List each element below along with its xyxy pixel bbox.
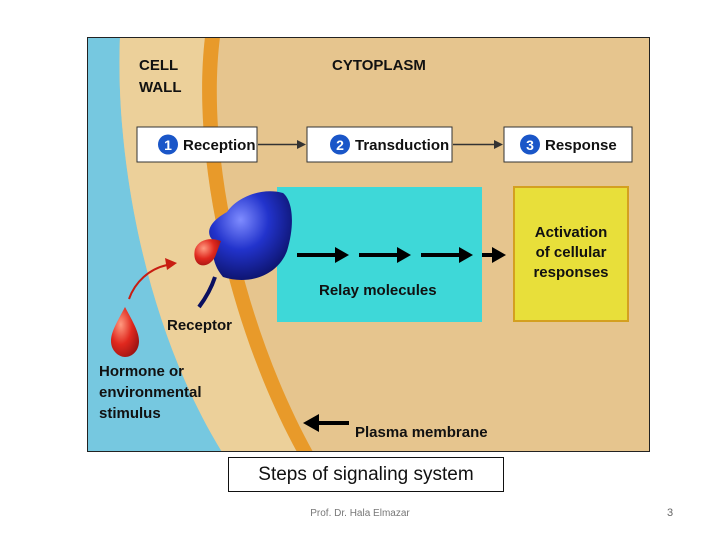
step-number-circle: [330, 134, 350, 155]
step-number: 2: [336, 137, 344, 153]
step-transduction: 2 Transduction: [306, 126, 453, 163]
relay-molecules-label: Relay molecules: [319, 282, 437, 299]
stimulus-label-line-3: stimulus: [99, 405, 161, 422]
hormone-droplet-icon: [111, 307, 139, 357]
activation-label-line-1: Activation: [535, 224, 608, 241]
binding-arrow: [128, 258, 177, 300]
step-label: Reception: [183, 137, 256, 154]
step-arrow-1: [258, 140, 306, 149]
footer-author: Prof. Dr. Hala Elmazar: [310, 508, 410, 519]
figure-frame: [87, 37, 650, 452]
step-number-circle: [520, 134, 540, 155]
step-label: Response: [545, 137, 617, 154]
activation-box: [513, 186, 629, 322]
cell-wall-label-1: CELL: [139, 57, 178, 74]
step-number: 3: [526, 137, 534, 153]
receptor-label: Receptor: [167, 317, 232, 334]
membrane-pointer-arrow: [303, 414, 349, 432]
step-number: 1: [164, 137, 172, 153]
relay-arrows: [297, 247, 506, 263]
step-number-circle: [158, 134, 178, 155]
page-number: 3: [666, 507, 674, 519]
stimulus-label-line-2: environmental: [99, 384, 202, 401]
receptor-protein: [197, 191, 292, 309]
bound-hormone-icon: [194, 239, 221, 266]
cell-wall-label-2: WALL: [139, 79, 182, 96]
cytoplasm-label: CYTOPLASM: [332, 57, 426, 74]
step-arrow-2: [453, 140, 503, 149]
signaling-diagram: CELL WALL CYTOPLASM 1 Reception 2 Transd…: [87, 37, 650, 452]
activation-label-line-3: responses: [533, 264, 608, 281]
step-label: Transduction: [355, 137, 449, 154]
stimulus-label-line-1: Hormone or: [99, 363, 184, 380]
plasma-membrane-label: Plasma membrane: [355, 424, 488, 441]
step-reception: 1 Reception: [136, 126, 258, 163]
step-response: 3 Response: [503, 126, 633, 163]
activation-label-line-2: of cellular: [536, 244, 607, 261]
caption-box: Steps of signaling system: [228, 457, 504, 492]
